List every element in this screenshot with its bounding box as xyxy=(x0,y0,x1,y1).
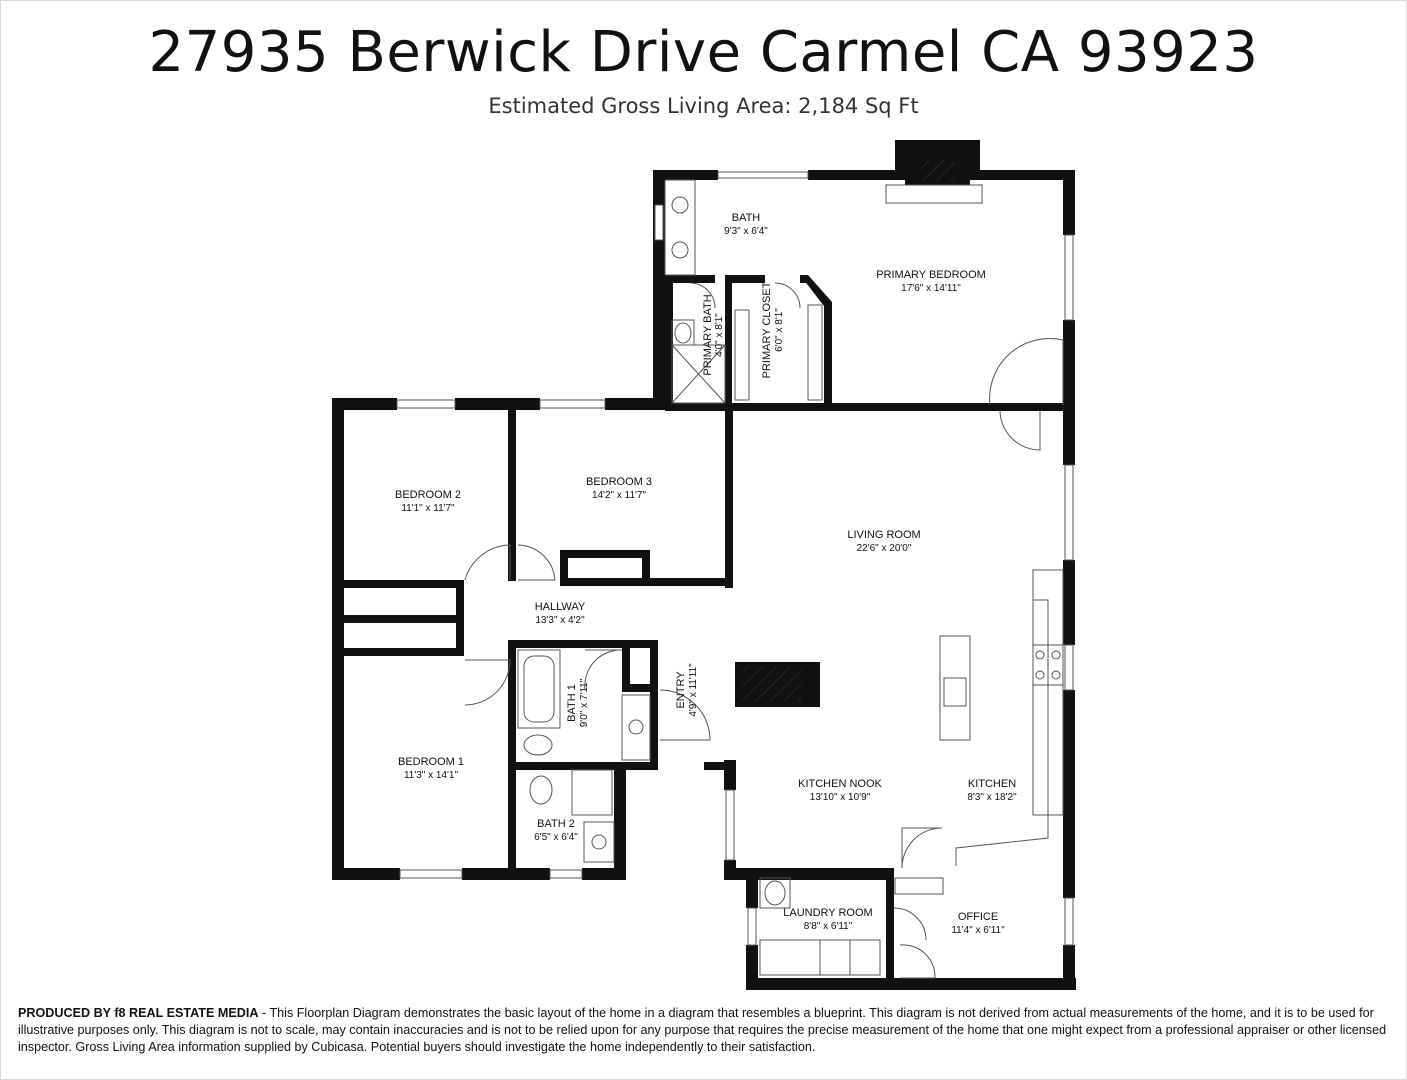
interior-walls xyxy=(344,275,1065,980)
producer-credit: PRODUCED BY f8 REAL ESTATE MEDIA xyxy=(18,1006,259,1020)
floor-plan: BATH 9'3" x 6'4" PRIMARY BEDROOM 17'6" x… xyxy=(332,140,1076,990)
room-name: KITCHEN NOOK xyxy=(798,778,882,790)
room-name: BEDROOM 1 xyxy=(398,756,464,768)
room-name: BATH 2 xyxy=(537,818,575,830)
disclaimer-body: - This Floorplan Diagram demonstrates th… xyxy=(18,1006,1387,1054)
room-name: LIVING ROOM xyxy=(847,529,920,541)
room-dims: 13'3" x 4'2" xyxy=(535,615,585,626)
room-dims: 14'2" x 11'7" xyxy=(592,490,647,501)
room-name: ENTRY xyxy=(675,671,687,709)
disclaimer-text: PRODUCED BY f8 REAL ESTATE MEDIA - This … xyxy=(18,1005,1393,1056)
fireplace-icon xyxy=(885,150,983,204)
room-dims: 4'0" x 8'1" xyxy=(714,313,725,357)
room-dims: 9'0" x 7'11" xyxy=(579,678,590,727)
room-dims: 6'0" x 8'1" xyxy=(774,308,785,352)
room-name: HALLWAY xyxy=(535,601,586,613)
room-dims: 11'3" x 14'1" xyxy=(404,770,459,781)
room-name: LAUNDRY ROOM xyxy=(783,907,872,919)
room-dims: 11'4" x 6'11" xyxy=(951,925,1005,936)
room-name: PRIMARY BEDROOM xyxy=(876,269,986,281)
room-name: BEDROOM 2 xyxy=(395,489,461,501)
room-dims: 22'6" x 20'0" xyxy=(857,543,912,554)
door-swings xyxy=(464,282,1064,979)
room-name: KITCHEN xyxy=(968,778,1016,790)
exterior-walls xyxy=(332,140,1076,990)
room-name: BATH xyxy=(732,212,761,224)
room-labels: BATH 9'3" x 6'4" PRIMARY BEDROOM 17'6" x… xyxy=(395,212,1017,936)
room-dims: 9'3" x 6'4" xyxy=(724,226,768,237)
living-fireplace-icon xyxy=(735,662,820,707)
fixtures xyxy=(517,179,1064,976)
room-name: PRIMARY CLOSET xyxy=(761,281,773,378)
room-name: PRIMARY BATH xyxy=(702,294,714,375)
room-name: BATH 1 xyxy=(566,684,578,722)
windows xyxy=(396,171,1074,946)
room-dims: 6'5" x 6'4" xyxy=(534,832,578,843)
room-dims: 13'10" x 10'9" xyxy=(810,792,871,803)
room-dims: 17'6" x 14'11" xyxy=(901,283,961,294)
room-dims: 8'3" x 18'2" xyxy=(967,792,1017,803)
room-dims: 8'8" x 6'11" xyxy=(804,921,853,932)
room-dims: 11'1" x 11'7" xyxy=(401,503,455,514)
room-name: OFFICE xyxy=(958,911,998,923)
room-name: BEDROOM 3 xyxy=(586,476,652,488)
page-title: 27935 Berwick Drive Carmel CA 93923 xyxy=(148,20,1259,85)
room-dims: 4'9" x 11'11" xyxy=(688,663,699,717)
page-subtitle: Estimated Gross Living Area: 2,184 Sq Ft xyxy=(488,94,919,118)
